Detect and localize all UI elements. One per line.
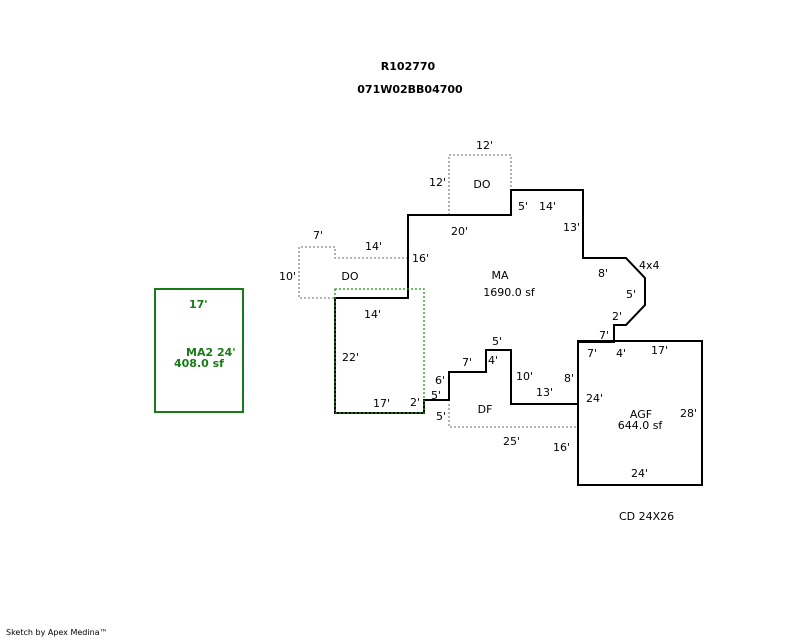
dim-label: 5' bbox=[626, 288, 636, 301]
agf-outline bbox=[577, 340, 703, 486]
dim-label: 2' bbox=[410, 396, 420, 409]
dim-label: 2' bbox=[612, 310, 622, 323]
dim-label: 17' bbox=[651, 344, 668, 357]
df-code: DF bbox=[478, 403, 493, 416]
dim-label: 28' bbox=[680, 407, 697, 420]
dim-label: 24' bbox=[586, 392, 603, 405]
ma2-outline bbox=[154, 288, 244, 413]
ma2-top-dim: 17' bbox=[189, 298, 208, 311]
ma-area: 1690.0 sf bbox=[483, 286, 536, 299]
dim-label: 17' bbox=[373, 397, 390, 410]
dim-label: 7' bbox=[587, 347, 597, 360]
ma-code: MA bbox=[491, 269, 508, 282]
dim-label: 7' bbox=[599, 329, 609, 342]
dim-label: 12' bbox=[476, 139, 493, 152]
ma2-code: MA2 24' bbox=[186, 346, 236, 359]
dim-label: 14' bbox=[365, 240, 382, 253]
agf-area: 644.0 sf bbox=[618, 419, 664, 432]
parcel-id: R102770 bbox=[381, 60, 436, 73]
ma2-area: 408.0 sf bbox=[174, 357, 224, 370]
ma2-overlap-outline bbox=[334, 288, 425, 414]
cd-label: CD 24X26 bbox=[619, 510, 674, 523]
df-outline bbox=[448, 404, 578, 428]
dim-label: 8' bbox=[598, 267, 608, 280]
dim-label: 6' bbox=[435, 374, 445, 387]
dim-label: 13' bbox=[536, 386, 553, 399]
dim-label: 25' bbox=[503, 435, 520, 448]
dim-label: 7' bbox=[462, 356, 472, 369]
dim-label: 16' bbox=[412, 252, 429, 265]
dim-label: 4' bbox=[488, 354, 498, 367]
dim-label: 24' bbox=[631, 467, 648, 480]
dim-label: 20' bbox=[451, 225, 468, 238]
do-top-outline bbox=[448, 154, 512, 215]
dim-label: 12' bbox=[429, 176, 446, 189]
do-left-outline bbox=[298, 246, 408, 299]
dim-label: 13' bbox=[563, 221, 580, 234]
dim-label: 7' bbox=[313, 229, 323, 242]
dim-label: 5' bbox=[492, 335, 502, 348]
agf-code: AGF bbox=[630, 408, 652, 421]
dim-label: 4' bbox=[616, 347, 626, 360]
map-taxlot: 071W02BB04700 bbox=[357, 83, 463, 96]
dim-label: 14' bbox=[539, 200, 556, 213]
dim-label: 16' bbox=[553, 441, 570, 454]
dim-label: 5' bbox=[518, 200, 528, 213]
do-left-code: DO bbox=[341, 270, 358, 283]
dim-label: 14' bbox=[364, 308, 381, 321]
dim-label: 8' bbox=[564, 372, 574, 385]
dim-label: 10' bbox=[516, 370, 533, 383]
dim-label: 5' bbox=[431, 389, 441, 402]
sketch-credit: Sketch by Apex Medina™ bbox=[6, 628, 108, 637]
dim-label: 4x4 bbox=[639, 259, 660, 272]
ma-outline bbox=[334, 189, 646, 414]
do-top-code: DO bbox=[473, 178, 490, 191]
dim-label: 22' bbox=[342, 351, 359, 364]
dim-label: 10' bbox=[279, 270, 296, 283]
dim-label: 5' bbox=[436, 410, 446, 423]
